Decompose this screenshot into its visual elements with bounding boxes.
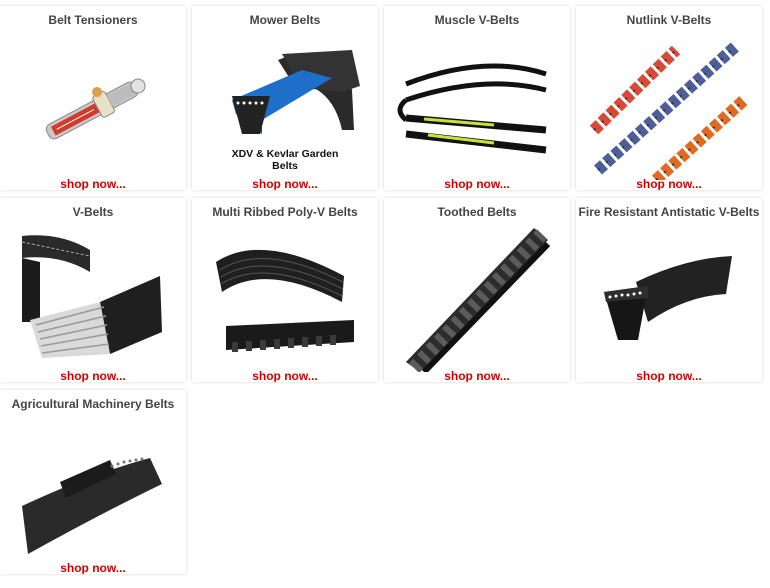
product-tile-toothed-belts[interactable]: Toothed Belts shop now... <box>384 198 570 382</box>
product-tile-mower-belts[interactable]: Mower Belts XDV & Kevlar Garden Belts sh… <box>192 6 378 190</box>
shop-now-link[interactable]: shop now... <box>636 369 702 382</box>
poly-v-belt-image[interactable] <box>192 222 378 372</box>
belt-tensioner-image[interactable] <box>0 30 186 180</box>
shop-now-link[interactable]: shop now... <box>252 369 318 382</box>
shop-now-link[interactable]: shop now... <box>252 177 318 190</box>
shop-now-link[interactable]: shop now... <box>636 177 702 190</box>
image-caption-line-2: Belts <box>272 160 298 172</box>
product-tile-agricultural-machinery-belts[interactable]: Agricultural Machinery Belts shop now... <box>0 390 186 574</box>
nutlink-v-belt-image[interactable] <box>576 30 762 180</box>
tile-title: Multi Ribbed Poly-V Belts <box>212 205 358 219</box>
tile-title: Muscle V-Belts <box>434 13 520 27</box>
shop-now-link[interactable]: shop now... <box>60 561 126 574</box>
toothed-belt-image[interactable] <box>384 222 570 372</box>
product-tile-belt-tensioners[interactable]: Belt Tensioners shop now... <box>0 6 186 190</box>
muscle-v-belt-image[interactable] <box>384 30 570 180</box>
shop-now-link[interactable]: shop now... <box>444 369 510 382</box>
agricultural-belt-image[interactable] <box>0 414 186 564</box>
product-tile-v-belts[interactable]: V-Belts shop now... <box>0 198 186 382</box>
tile-title: Agricultural Machinery Belts <box>11 397 175 411</box>
product-tile-nutlink-v-belts[interactable]: Nutlink V-Belts shop now... <box>576 6 762 190</box>
tile-title: Fire Resistant Antistatic V-Belts <box>578 205 760 219</box>
image-caption-line-1: XDV & Kevlar Garden <box>232 148 339 160</box>
tile-title: Nutlink V-Belts <box>626 13 712 27</box>
tile-title: Mower Belts <box>249 13 321 27</box>
shop-now-link[interactable]: shop now... <box>60 177 126 190</box>
tile-title: Belt Tensioners <box>48 13 138 27</box>
mower-belt-image[interactable]: XDV & Kevlar Garden Belts <box>192 30 378 180</box>
product-tile-multi-ribbed-poly-v-belts[interactable]: Multi Ribbed Poly-V Belts shop now... <box>192 198 378 382</box>
shop-now-link[interactable]: shop now... <box>60 369 126 382</box>
tile-title: V-Belts <box>72 205 114 219</box>
fire-resistant-v-belt-image[interactable] <box>576 222 762 372</box>
v-belt-image[interactable] <box>0 222 186 372</box>
product-tile-fire-resistant-antistatic-v-belts[interactable]: Fire Resistant Antistatic V-Belts shop n… <box>576 198 762 382</box>
shop-now-link[interactable]: shop now... <box>444 177 510 190</box>
product-tile-muscle-v-belts[interactable]: Muscle V-Belts shop now... <box>384 6 570 190</box>
tile-title: Toothed Belts <box>437 205 517 219</box>
